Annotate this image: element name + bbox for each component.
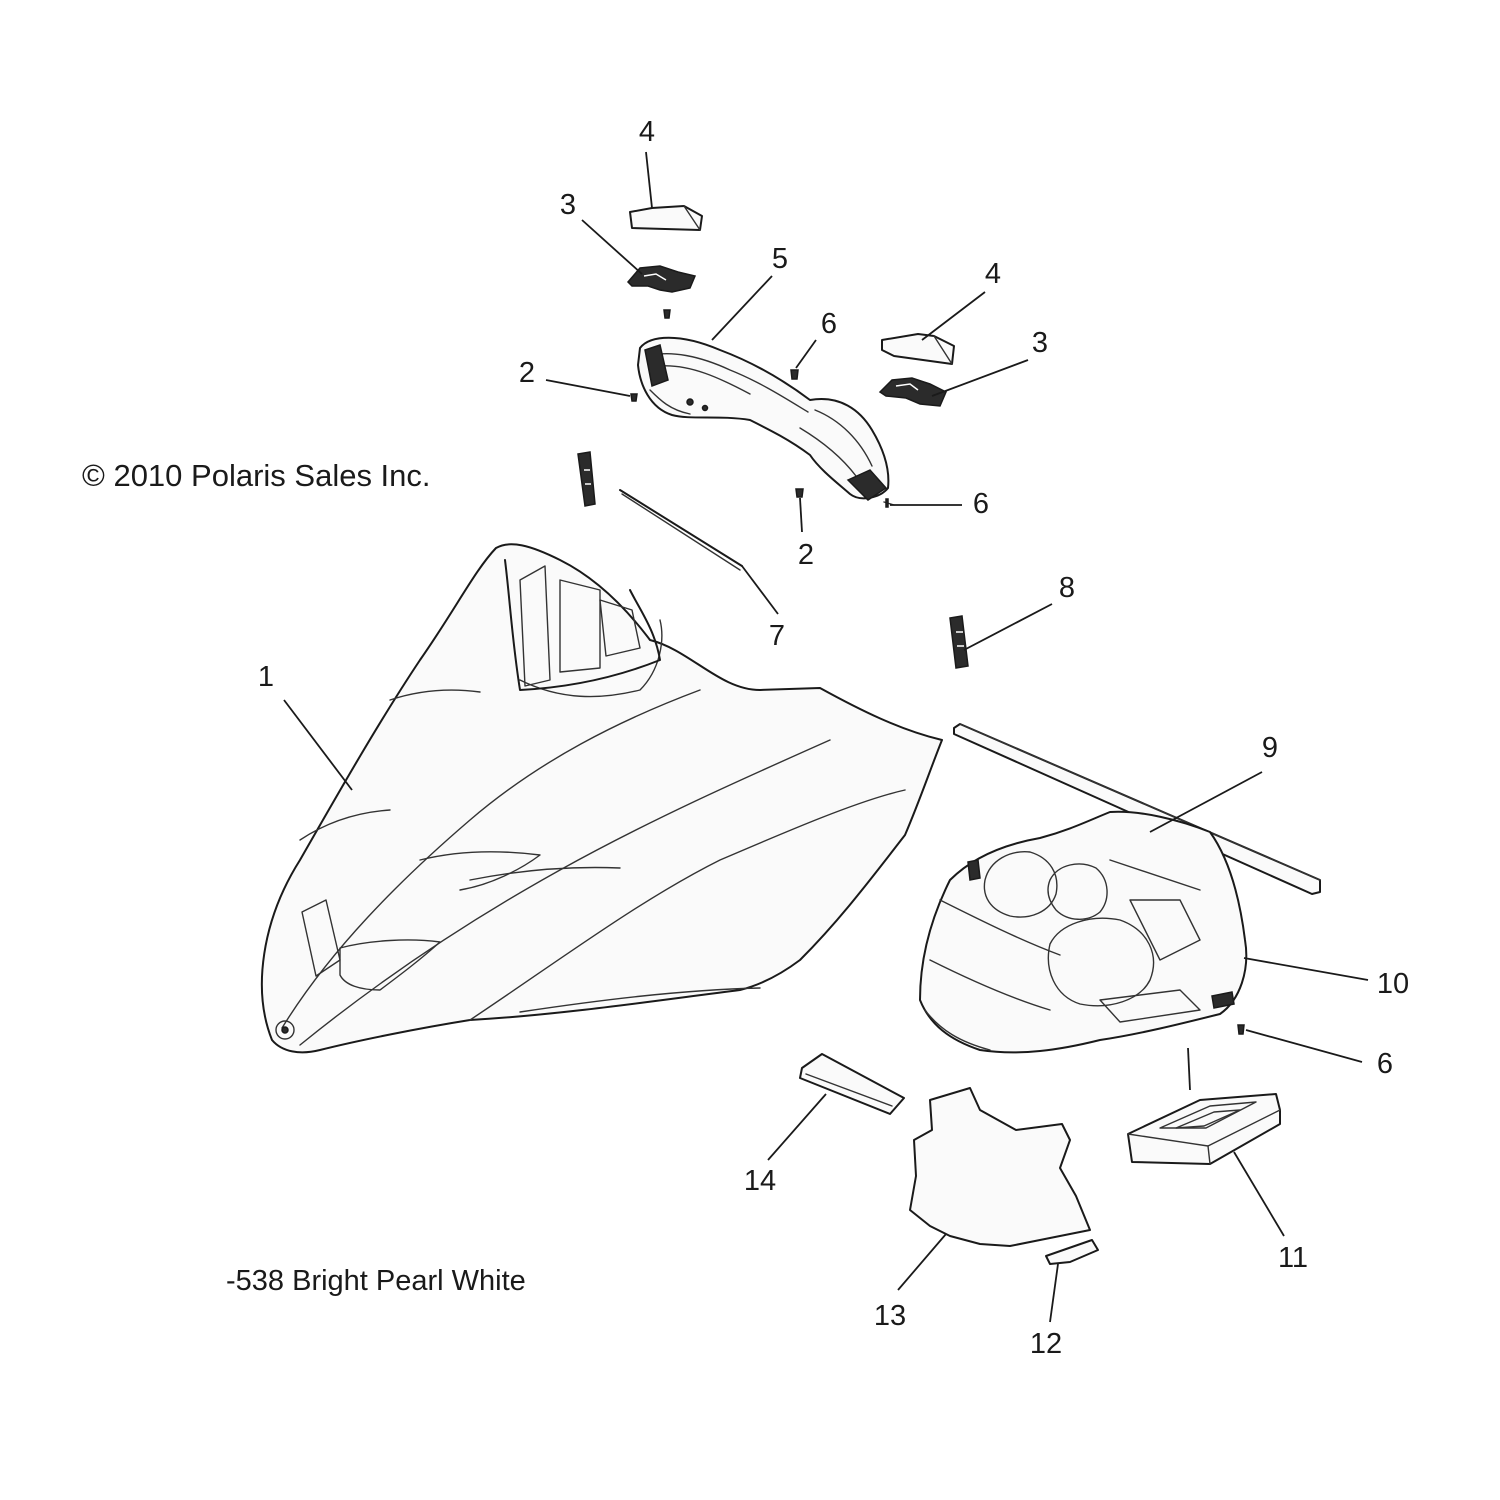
callout-3-top: 3 — [560, 189, 576, 221]
part-10-headlight-housing — [919, 810, 1248, 1054]
part-6-screw-a — [790, 369, 799, 380]
part-6-screw-c — [1237, 1024, 1245, 1035]
callout-5: 5 — [772, 243, 788, 275]
callout-10: 10 — [1377, 968, 1409, 1000]
callout-9: 9 — [1262, 732, 1278, 764]
callout-6-mid: 6 — [973, 488, 989, 520]
part-9-seal-strip — [953, 723, 1321, 895]
callout-8: 8 — [1059, 572, 1075, 604]
part-13-insulation-sheet — [909, 1087, 1091, 1247]
callout-13: 13 — [874, 1300, 906, 1332]
leader-lines — [283, 151, 1369, 1323]
callout-2-left: 2 — [519, 357, 535, 389]
callout-2-lower: 2 — [798, 539, 814, 571]
callout-14: 14 — [744, 1165, 776, 1197]
callout-3-right: 3 — [1032, 327, 1048, 359]
callout-11: 11 — [1278, 1242, 1308, 1274]
part-12-small-pad — [1045, 1239, 1099, 1265]
callout-1: 1 — [258, 661, 274, 693]
part-4-pad-left — [629, 205, 703, 231]
part-8-clip — [949, 615, 969, 669]
callout-6-top: 6 — [821, 308, 837, 340]
copyright-notice: © 2010 Polaris Sales Inc. — [82, 458, 431, 493]
part-5-console — [637, 309, 890, 501]
callout-12: 12 — [1030, 1328, 1062, 1360]
part-3-bracket-left — [626, 265, 697, 293]
color-code-note: -538 Bright Pearl White — [226, 1265, 526, 1297]
part-3-bracket-right — [878, 377, 947, 407]
callout-7: 7 — [769, 620, 785, 652]
part-8-clip-left — [577, 451, 596, 507]
part-2-screw-lower — [795, 488, 804, 498]
part-7-strip — [619, 489, 743, 571]
callout-labels: 4 3 5 4 3 6 2 6 2 8 7 1 9 10 6 14 11 13 … — [258, 116, 1409, 1360]
part-2-screw-upper — [630, 393, 638, 402]
callout-6-lower: 6 — [1377, 1048, 1393, 1080]
part-1-hood — [260, 543, 943, 1054]
part-11-vent-box — [1127, 1093, 1281, 1165]
part-14-pad — [799, 1053, 905, 1115]
part-4-pad-right — [881, 333, 955, 365]
callout-4-top: 4 — [639, 116, 655, 148]
callout-4-right: 4 — [985, 258, 1001, 290]
